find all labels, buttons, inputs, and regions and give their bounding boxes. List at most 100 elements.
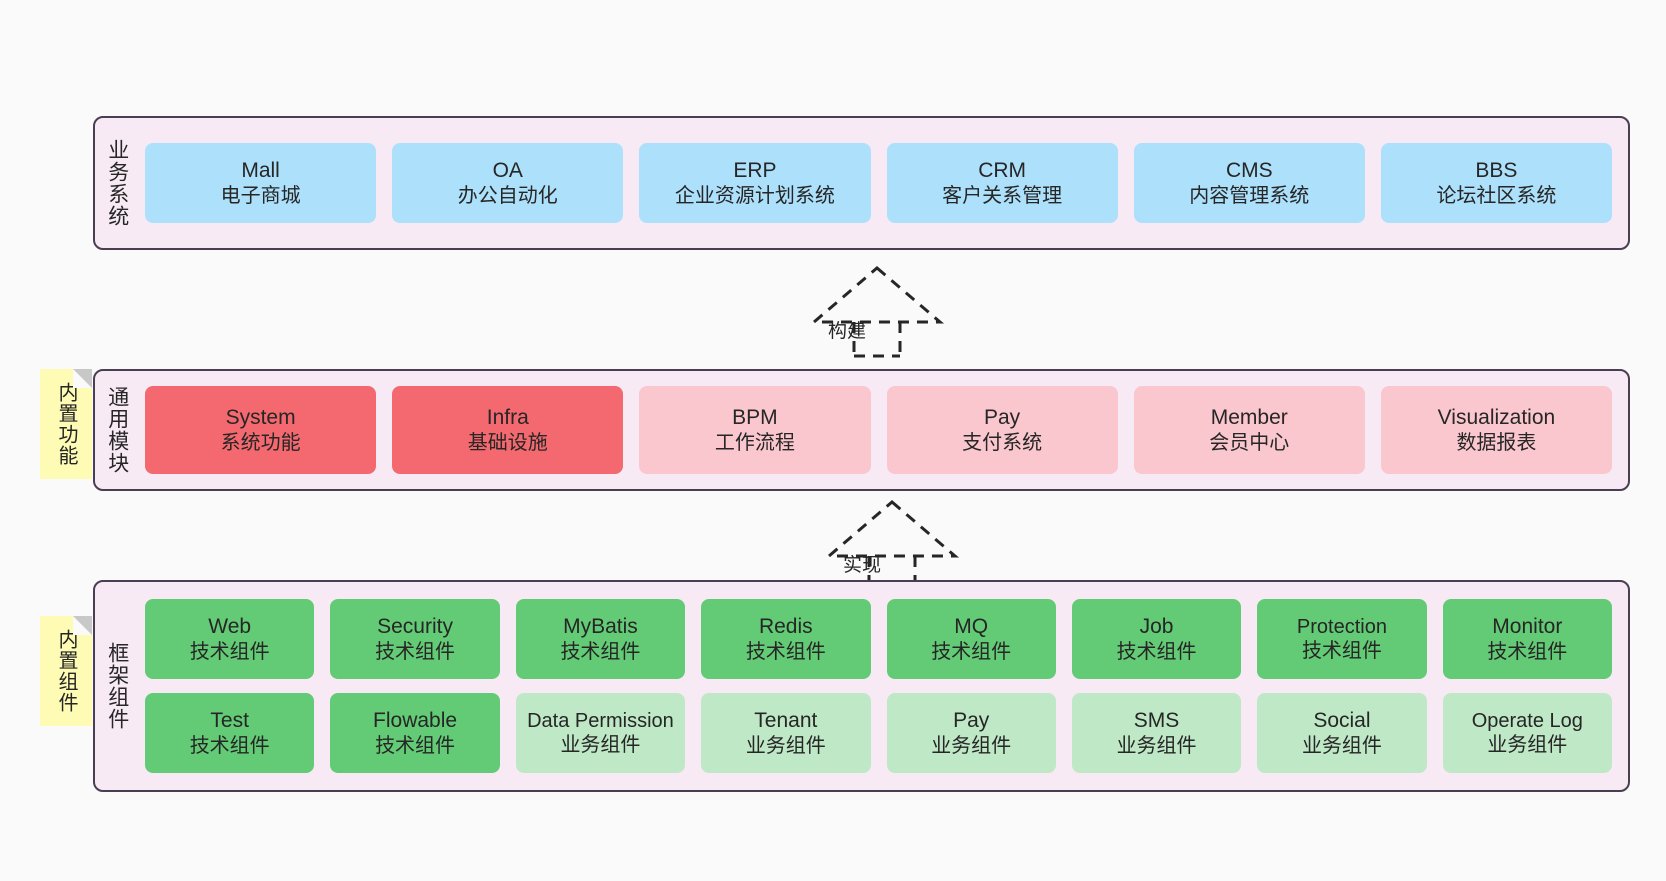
node-operate-log-name: Operate Log	[1471, 709, 1583, 732]
node-operate-log[interactable]: Operate Log 业务组件	[1442, 693, 1612, 773]
node-security-name: Security	[377, 615, 453, 638]
node-mybatis-desc: 技术组件	[560, 640, 641, 663]
node-system-desc: 系统功能	[220, 431, 301, 454]
node-bbs[interactable]: BBS 论坛社区系统	[1380, 143, 1613, 223]
node-bpm[interactable]: BPM 工作流程	[639, 386, 871, 474]
node-job[interactable]: Job 技术组件	[1071, 599, 1242, 679]
layer-title-business: 业务系统	[105, 139, 129, 227]
node-oa-desc: 办公自动化	[457, 184, 558, 207]
node-mybatis-name: MyBatis	[563, 615, 638, 638]
node-monitor-desc: 技术组件	[1487, 640, 1568, 663]
framework-business-row: Test 技术组件 Flowable 技术组件 Data Permission …	[145, 693, 1612, 773]
sticky-label-builtin-components: 内置组件	[55, 629, 77, 713]
node-test-name: Test	[210, 709, 249, 732]
node-tenant-desc: 业务组件	[745, 734, 826, 757]
sticky-label-builtin-functions: 内置功能	[55, 382, 77, 466]
layer-business-systems: 业务系统 Mall 电子商城 OA 办公自动化 ERP 企业资源计划系统 CRM…	[93, 116, 1630, 250]
node-pay-module[interactable]: Pay 支付系统	[886, 386, 1118, 474]
connector-build-label: 构建	[828, 321, 867, 342]
node-oa-name: OA	[492, 159, 523, 182]
node-test[interactable]: Test 技术组件	[145, 693, 315, 773]
connector-build-shape	[809, 266, 945, 358]
node-visualization-desc: 数据报表	[1456, 431, 1537, 454]
node-job-desc: 技术组件	[1116, 640, 1197, 663]
node-mall-name: Mall	[241, 159, 280, 182]
node-sms[interactable]: SMS 业务组件	[1071, 693, 1242, 773]
node-pay-component-desc: 业务组件	[931, 734, 1012, 757]
node-flowable[interactable]: Flowable 技术组件	[330, 693, 500, 773]
node-social-name: Social	[1313, 709, 1371, 732]
node-tenant-name: Tenant	[754, 709, 818, 732]
node-crm-name: CRM	[978, 159, 1027, 182]
sticky-fold-builtin-functions	[73, 369, 92, 388]
node-security[interactable]: Security 技术组件	[330, 599, 500, 679]
node-protection-name: Protection	[1296, 615, 1387, 638]
node-social[interactable]: Social 业务组件	[1257, 693, 1427, 773]
sticky-note-builtin-components: 内置组件	[40, 616, 92, 726]
node-data-permission-name: Data Permission	[527, 709, 674, 732]
node-bbs-desc: 论坛社区系统	[1436, 184, 1557, 207]
business-node-row: Mall 电子商城 OA 办公自动化 ERP 企业资源计划系统 CRM 客户关系…	[145, 143, 1613, 223]
node-cms-name: CMS	[1225, 159, 1273, 182]
node-tenant[interactable]: Tenant 业务组件	[701, 693, 871, 773]
node-pay-module-desc: 支付系统	[962, 431, 1043, 454]
node-bpm-name: BPM	[732, 406, 778, 429]
node-web[interactable]: Web 技术组件	[145, 599, 315, 679]
node-operate-log-desc: 业务组件	[1487, 734, 1568, 756]
node-redis[interactable]: Redis 技术组件	[701, 599, 871, 679]
node-monitor[interactable]: Monitor 技术组件	[1442, 599, 1612, 679]
connector-implement-shape	[824, 500, 960, 592]
layer-common-modules: 通用模块 System 系统功能 Infra 基础设施 BPM 工作流程 Pay…	[93, 369, 1630, 491]
node-mq[interactable]: MQ 技术组件	[886, 599, 1056, 679]
node-cms[interactable]: CMS 内容管理系统	[1133, 143, 1365, 223]
common-node-row: System 系统功能 Infra 基础设施 BPM 工作流程 Pay 支付系统…	[145, 386, 1613, 474]
node-crm[interactable]: CRM 客户关系管理	[886, 143, 1118, 223]
node-sms-name: SMS	[1133, 709, 1180, 732]
connector-implement: 实现	[815, 498, 965, 592]
node-bbs-name: BBS	[1475, 159, 1518, 182]
node-protection-desc: 技术组件	[1301, 640, 1382, 662]
node-oa[interactable]: OA 办公自动化	[392, 143, 624, 223]
node-pay-component-name: Pay	[953, 709, 990, 732]
node-data-permission[interactable]: Data Permission 业务组件	[515, 693, 686, 773]
connector-implement-label: 实现	[843, 555, 882, 576]
node-system[interactable]: System 系统功能	[145, 386, 377, 474]
node-infra-desc: 基础设施	[467, 431, 548, 454]
node-mq-name: MQ	[954, 615, 989, 638]
sticky-fold-builtin-components	[73, 616, 92, 635]
node-infra[interactable]: Infra 基础设施	[392, 386, 624, 474]
node-visualization[interactable]: Visualization 数据报表	[1380, 386, 1613, 474]
node-social-desc: 业务组件	[1301, 734, 1382, 757]
node-security-desc: 技术组件	[375, 640, 456, 663]
node-redis-name: Redis	[758, 615, 813, 638]
node-flowable-name: Flowable	[373, 709, 458, 732]
node-crm-desc: 客户关系管理	[942, 184, 1063, 207]
node-flowable-desc: 技术组件	[375, 734, 456, 757]
node-erp[interactable]: ERP 企业资源计划系统	[639, 143, 871, 223]
node-mall-desc: 电子商城	[220, 184, 301, 207]
node-data-permission-desc: 业务组件	[560, 734, 641, 756]
node-mybatis[interactable]: MyBatis 技术组件	[515, 599, 686, 679]
layer-framework-components: 框架组件 Web 技术组件 Security 技术组件 MyBatis 技术组件…	[93, 580, 1630, 792]
node-system-name: System	[225, 406, 296, 429]
node-pay-component[interactable]: Pay 业务组件	[886, 693, 1056, 773]
node-web-desc: 技术组件	[189, 640, 270, 663]
node-mq-desc: 技术组件	[931, 640, 1012, 663]
framework-tech-row: Web 技术组件 Security 技术组件 MyBatis 技术组件 Redi…	[145, 599, 1612, 679]
node-infra-name: Infra	[486, 406, 529, 429]
layer-body-framework: Web 技术组件 Security 技术组件 MyBatis 技术组件 Redi…	[139, 582, 1628, 790]
layer-body-common: System 系统功能 Infra 基础设施 BPM 工作流程 Pay 支付系统…	[139, 371, 1628, 489]
node-monitor-name: Monitor	[1492, 615, 1563, 638]
node-protection[interactable]: Protection 技术组件	[1257, 599, 1427, 679]
node-job-name: Job	[1139, 615, 1174, 638]
node-member-name: Member	[1210, 406, 1288, 429]
node-mall[interactable]: Mall 电子商城	[145, 143, 377, 223]
node-web-name: Web	[208, 615, 252, 638]
node-erp-desc: 企业资源计划系统	[674, 184, 835, 207]
node-visualization-name: Visualization	[1437, 406, 1556, 429]
node-member[interactable]: Member 会员中心	[1133, 386, 1365, 474]
sticky-note-builtin-functions: 内置功能	[40, 369, 92, 479]
node-redis-desc: 技术组件	[745, 640, 826, 663]
node-erp-name: ERP	[733, 159, 777, 182]
